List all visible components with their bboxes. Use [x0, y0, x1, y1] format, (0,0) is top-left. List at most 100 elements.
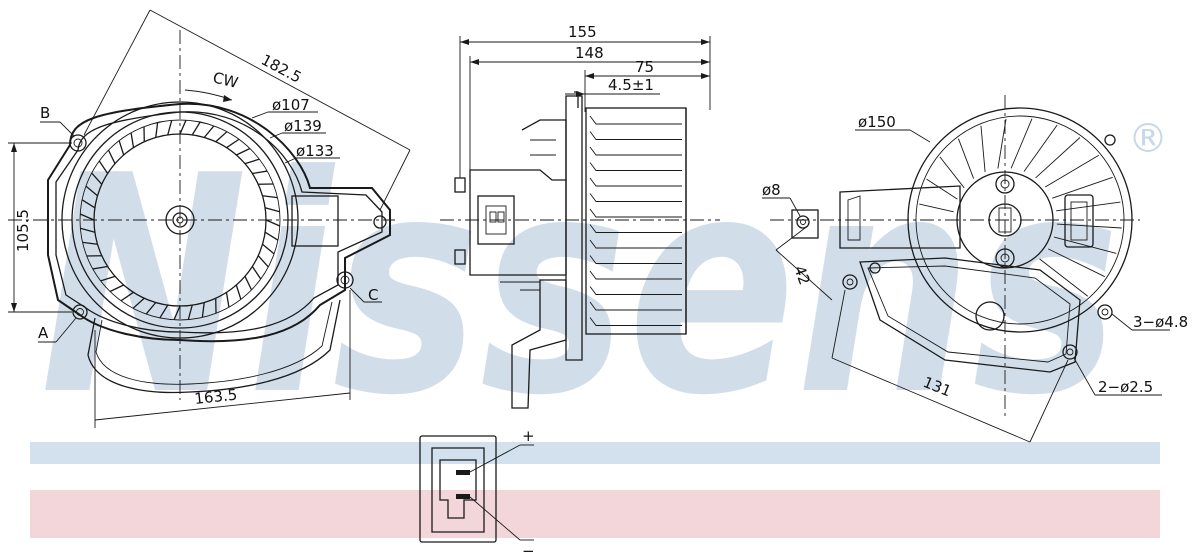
cage-slat — [589, 239, 682, 249]
fan-blade — [159, 304, 169, 319]
fan-blade — [98, 160, 109, 174]
dim-75-label: 75 — [635, 58, 654, 76]
dia-150-label: ø150 — [858, 113, 896, 131]
fan-blade — [264, 207, 280, 213]
fan-blade — [235, 284, 242, 300]
dia-8-label: ø8 — [762, 181, 781, 199]
dim-bottom-label: 163.5 — [194, 386, 239, 408]
watermark-band-top — [30, 442, 1160, 464]
right-view: 42 131 ø150 ø8 3−ø4.8 2−ø2.5 — [762, 95, 1188, 443]
dim-155-label: 155 — [568, 23, 597, 41]
fan-blade — [264, 231, 279, 241]
rear-rib — [1035, 137, 1081, 179]
fan-blade — [79, 213, 95, 221]
rear-rib — [1052, 176, 1113, 199]
fan-cage-blades — [589, 115, 682, 326]
rear-rib — [1023, 124, 1058, 172]
dia-133-label: ø133 — [296, 142, 334, 160]
fan-blade — [80, 227, 96, 233]
cage-slat — [589, 255, 682, 264]
fan-blade — [201, 302, 205, 318]
dim-tol-label: 4.5±1 — [608, 76, 654, 94]
dim-148-label: 148 — [575, 44, 604, 62]
holes-48-label: 3−ø4.8 — [1133, 313, 1188, 331]
cage-slat — [589, 193, 682, 202]
fan-blade — [244, 276, 253, 291]
pin-minus — [456, 494, 470, 499]
fan-blade — [203, 125, 215, 138]
cage-slat — [589, 317, 682, 326]
rear-rib — [997, 118, 1007, 169]
rear-rib — [980, 125, 986, 172]
pin-plus — [456, 470, 470, 475]
fan-blade — [244, 158, 260, 165]
fan-blade — [107, 149, 116, 164]
rear-rib — [1010, 118, 1033, 169]
fan-blade — [118, 140, 125, 156]
fan-blade — [92, 265, 108, 270]
watermark-band-bottom — [30, 490, 1160, 538]
rear-rib — [1056, 223, 1122, 229]
dim-42-label: 42 — [790, 263, 813, 287]
fan-blade — [257, 255, 269, 268]
fan-blade — [173, 305, 181, 321]
fan-blade — [252, 170, 268, 175]
rear-rib — [919, 203, 954, 213]
watermark: Nissens ® — [30, 112, 1168, 538]
rear-rib — [1048, 248, 1106, 278]
fan-blade — [262, 243, 275, 255]
dia-107-label: ø107 — [272, 96, 310, 114]
point-c-label: C — [368, 286, 378, 304]
middle-view: 155 148 75 4.5±1 — [440, 23, 720, 409]
fan-blade — [191, 121, 201, 136]
watermark-registered-mark: ® — [1128, 116, 1168, 162]
rear-ribs — [919, 118, 1122, 297]
fan-blade — [215, 131, 228, 143]
fan-blade — [236, 147, 251, 156]
cage-slat — [589, 286, 682, 295]
dim-diagonal-label: 182.5 — [258, 51, 304, 87]
rear-rib — [1056, 201, 1121, 212]
connector-pinout: + − — [419, 427, 535, 559]
fan-blade — [120, 291, 134, 302]
rear-rib — [926, 178, 958, 200]
fan-blade — [262, 195, 278, 199]
cage-slat — [589, 208, 682, 218]
fan-blade — [85, 185, 98, 197]
dim-height-label: 105.5 — [14, 209, 32, 252]
rear-rib — [958, 138, 975, 179]
rear-rib — [939, 156, 965, 189]
cage-slat — [589, 162, 682, 171]
rear-rib — [1044, 154, 1100, 188]
cage-slat — [589, 301, 682, 311]
cage-slat — [589, 224, 682, 233]
dia-139-label: ø139 — [284, 117, 322, 135]
fan-blade — [145, 302, 157, 315]
cage-slat — [589, 115, 682, 125]
fan-blades — [79, 119, 281, 321]
fan-blade — [109, 284, 124, 293]
fan-blade — [81, 199, 96, 209]
fan-blade — [179, 119, 187, 135]
rotation-label: CW — [211, 68, 240, 92]
fan-blade — [132, 297, 145, 309]
fan-blade — [225, 292, 230, 308]
cage-slat — [589, 131, 682, 140]
fan-blade — [100, 275, 116, 282]
fan-blade — [167, 120, 173, 136]
cage-slat — [589, 270, 682, 280]
fan-blade — [155, 122, 159, 138]
fan-blade — [91, 172, 103, 185]
cage-slat — [589, 177, 682, 187]
fan-blade — [187, 304, 193, 320]
point-b-label: B — [40, 104, 50, 122]
fan-blade — [226, 138, 240, 149]
cage-slat — [589, 146, 682, 156]
fan-blade — [251, 266, 262, 280]
plus-label: + — [522, 427, 535, 445]
fan-blade — [82, 241, 98, 245]
holes-25-label: 2−ø2.5 — [1098, 378, 1153, 396]
minus-label: − — [522, 542, 535, 559]
fan-blade — [130, 132, 135, 148]
